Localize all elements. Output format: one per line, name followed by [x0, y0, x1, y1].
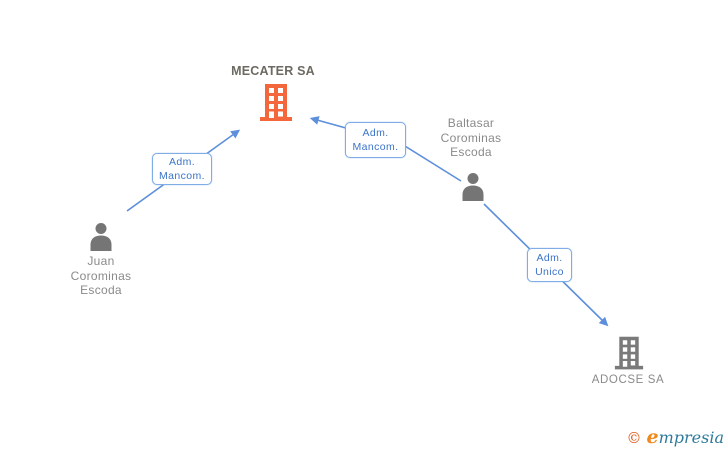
brand-name: empresia: [646, 426, 725, 448]
building-icon-mecater[interactable]: [259, 84, 293, 122]
company-label-mecater[interactable]: MECATER SA: [231, 64, 315, 78]
copyright-icon: ©: [626, 429, 642, 447]
person-icon-baltasar[interactable]: [460, 172, 486, 201]
person-label-juan[interactable]: Juan Corominas Escoda: [70, 254, 132, 297]
person-icon-juan[interactable]: [88, 222, 114, 251]
relation-label-baltasar-mecater: Adm. Mancom.: [345, 122, 406, 158]
relation-label-baltasar-adocse: Adm. Unico: [527, 248, 572, 282]
relation-label-juan-mecater: Adm. Mancom.: [152, 153, 212, 185]
company-label-adocse[interactable]: ADOCSE SA: [591, 374, 665, 386]
building-icon-adocse[interactable]: [614, 335, 644, 372]
person-label-baltasar[interactable]: Baltasar Corominas Escoda: [440, 116, 502, 159]
empresia-logo[interactable]: © empresia: [627, 426, 725, 448]
